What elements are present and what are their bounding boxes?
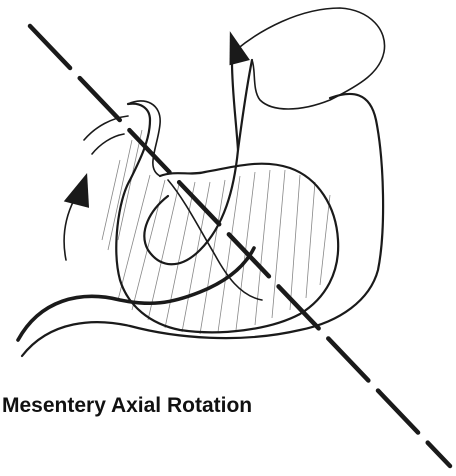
left-arrow-shaft — [64, 200, 74, 260]
figure-caption: Mesentery Axial Rotation — [2, 394, 252, 418]
upper-arrow-shaft — [232, 62, 238, 150]
upper-loop — [236, 8, 385, 109]
arrowhead-upper-icon — [219, 28, 250, 67]
motion-marks — [84, 116, 128, 154]
stomach-fold — [128, 101, 160, 176]
arrowhead-left-icon — [63, 170, 95, 208]
